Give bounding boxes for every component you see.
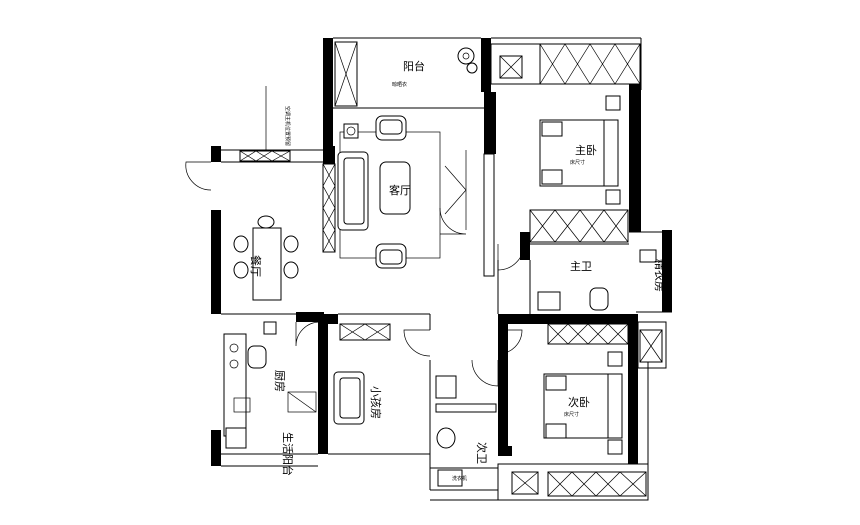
- balcony-subtitle: 晾晒衣: [392, 81, 407, 88]
- second-bedroom-label: 次卧: [568, 395, 590, 409]
- kids-room-label: 小孩房: [369, 386, 382, 419]
- balcony-label: 阳台: [403, 59, 425, 73]
- doors: [185, 86, 525, 387]
- kitchen-label: 厨房: [273, 370, 286, 392]
- walls: [211, 38, 672, 466]
- wardrobes: [239, 41, 663, 497]
- furniture: [223, 47, 657, 487]
- pipe-note: 空调主机位置预留: [284, 106, 291, 146]
- guest-bath-label: 次卫: [475, 442, 489, 464]
- master-bath-label: 主卫: [570, 260, 592, 273]
- dining-label: 餐厅: [249, 255, 263, 277]
- dressing-label: 精衣房: [653, 259, 667, 292]
- living-label: 客厅: [389, 183, 411, 197]
- master-bedroom-note: 床尺寸: [570, 159, 585, 166]
- labels: 阳台 晾晒衣 客厅 餐厅 主卧 床尺寸 主卫 精衣房 厨房 小孩房 次卧 床尺寸…: [249, 59, 667, 482]
- master-bedroom-label: 主卧: [575, 144, 597, 157]
- service-balcony-label: 生活阳台: [281, 432, 295, 476]
- second-bedroom-note: 床尺寸: [564, 411, 579, 418]
- wash-note: 洗衣机: [452, 475, 467, 482]
